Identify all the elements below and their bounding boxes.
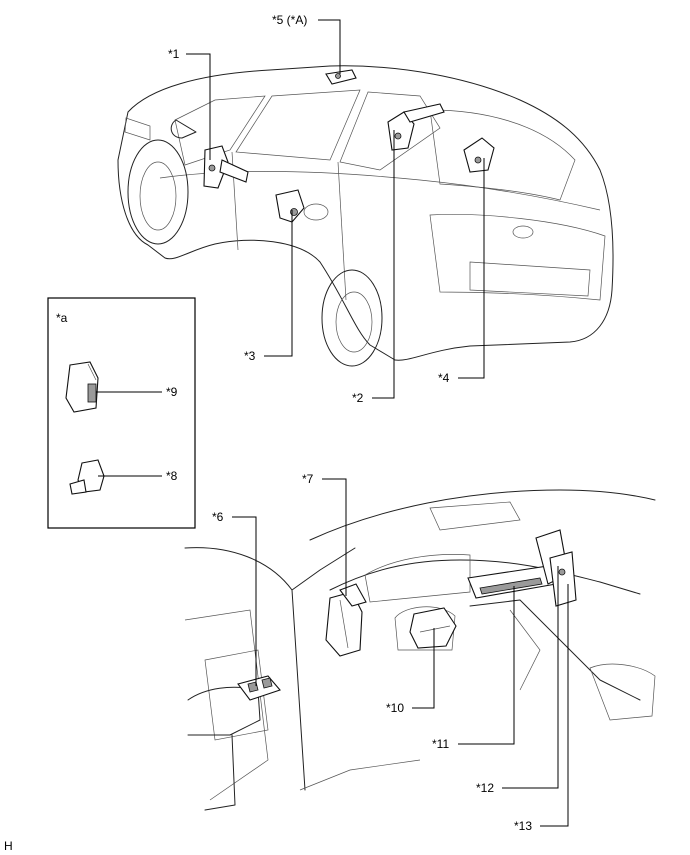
window-regulator-parts [203, 69, 495, 223]
callout-13: *13 [514, 819, 532, 833]
callout-4: *4 [438, 371, 450, 385]
ecu-module-8 [69, 459, 105, 495]
interior-components [237, 529, 577, 701]
inset-detail-a [47, 297, 196, 529]
ecu-module-9 [65, 361, 99, 413]
callout-9: *9 [166, 385, 178, 399]
callout-12: *12 [476, 781, 494, 795]
callout-10: *10 [386, 701, 404, 715]
callout-1: *1 [168, 47, 180, 61]
rear-door-window-regulator-left [275, 189, 305, 223]
callout-2: *2 [352, 391, 364, 405]
callout-labels: *1 *2 *3 *4 *5 (*A) *6 *7 *8 *9 *10 *11 … [4, 13, 532, 853]
ecu-under-dash-10 [409, 607, 457, 649]
vehicle-illustration [117, 65, 614, 367]
inset-label: *a [56, 311, 68, 325]
front-door-window-regulator-right [387, 103, 445, 151]
callout-7: *7 [302, 472, 314, 486]
rear-door-window-regulator-right [463, 137, 495, 173]
callout-5: *5 (*A) [272, 13, 307, 27]
multi-display-assembly [535, 529, 577, 607]
corner-mark: H [4, 839, 13, 853]
callout-6: *6 [212, 510, 224, 524]
sliding-roof-drive-gear [325, 69, 357, 85]
callout-11: *11 [432, 737, 449, 751]
leader-lines [96, 19, 569, 827]
inset-frame [47, 297, 196, 529]
interior-illustration [184, 489, 656, 811]
center-panel-assembly-11 [467, 565, 557, 599]
power-window-master-switch [237, 675, 281, 701]
callout-8: *8 [166, 469, 178, 483]
callout-3: *3 [244, 349, 256, 363]
